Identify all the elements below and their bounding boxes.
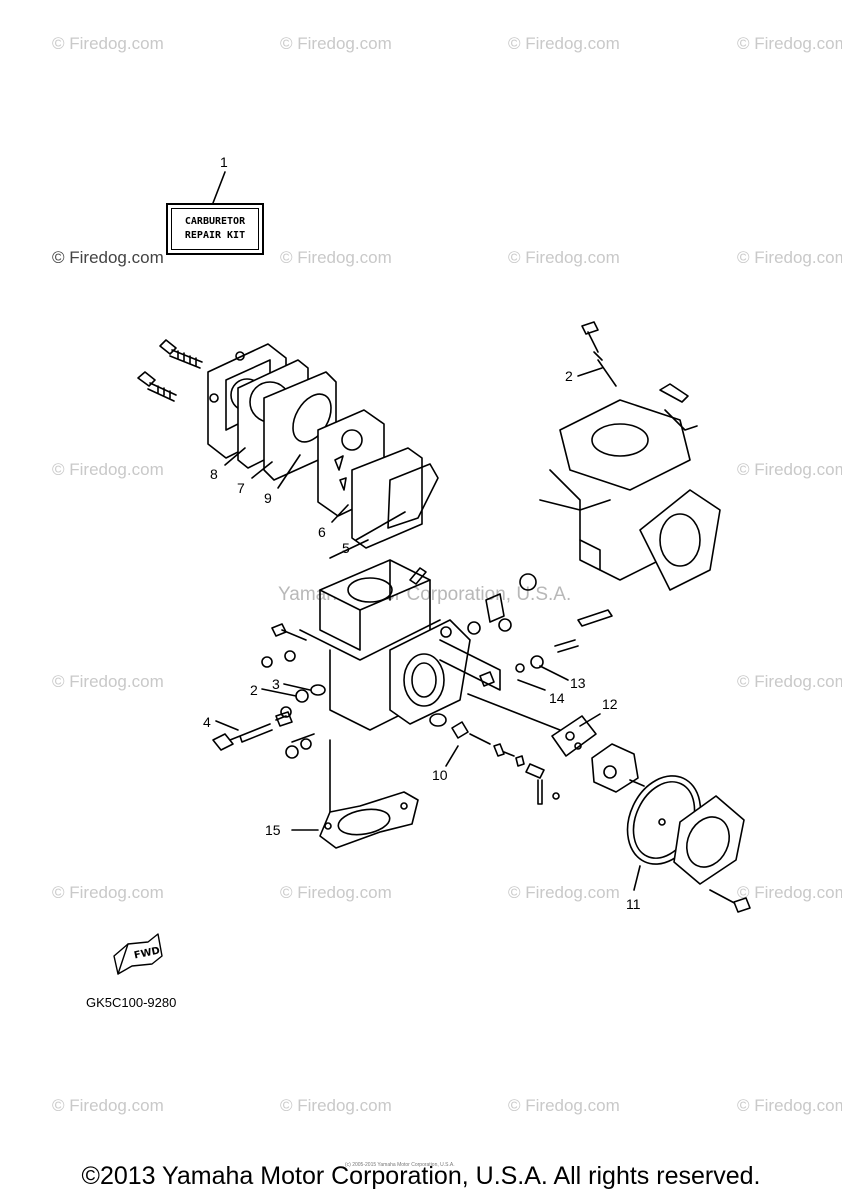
small-parts-left xyxy=(261,623,326,759)
gasket-5 xyxy=(351,447,439,549)
leader-line xyxy=(251,461,273,479)
carburetor-repair-kit-label: CARBURETOR REPAIR KIT xyxy=(166,203,264,255)
gasket-15 xyxy=(319,791,419,849)
callout-1: 1 xyxy=(220,154,228,170)
leader-line xyxy=(224,447,246,466)
watermark: © Firedog.com xyxy=(737,672,842,691)
leader-line xyxy=(261,688,297,697)
callout-2-lower: 2 xyxy=(250,682,258,698)
leader-line xyxy=(517,679,546,691)
pump-gasket-12 xyxy=(551,715,597,757)
watermark: © Firedog.com xyxy=(52,248,164,267)
leader-line xyxy=(467,693,561,731)
leader-line xyxy=(212,171,226,204)
leader-line xyxy=(579,713,601,727)
leader-line xyxy=(331,504,349,523)
watermark: © Firedog.com xyxy=(52,1096,164,1115)
callout-8: 8 xyxy=(210,466,218,482)
leader-line xyxy=(329,539,369,559)
diagram-code: GK5C100-9280 xyxy=(86,995,177,1010)
pilot-screw-4 xyxy=(212,711,293,751)
callout-6: 6 xyxy=(318,524,326,540)
leader-line xyxy=(215,720,239,731)
callout-9: 9 xyxy=(264,490,272,506)
watermark: © Firedog.com xyxy=(737,248,842,267)
carburetor-body xyxy=(299,559,501,731)
leader-line xyxy=(283,683,311,691)
small-parts-right xyxy=(440,573,613,687)
watermark: © Firedog.com xyxy=(737,34,842,53)
watermark: © Firedog.com xyxy=(508,883,620,902)
leader-line xyxy=(355,511,406,541)
leader-line xyxy=(445,745,459,767)
callout-3: 3 xyxy=(272,676,280,692)
callout-10: 10 xyxy=(432,767,448,783)
leader-line xyxy=(577,367,603,377)
fwd-arrow-icon xyxy=(113,933,163,975)
watermark: © Firedog.com xyxy=(508,1096,620,1115)
callout-14: 14 xyxy=(549,690,565,706)
watermark: © Firedog.com xyxy=(52,34,164,53)
fuel-pump xyxy=(591,743,645,793)
watermark: © Firedog.com xyxy=(52,460,164,479)
leader-line xyxy=(291,733,315,743)
watermark: © Firedog.com xyxy=(737,1096,842,1115)
kit-label-line1: CARBURETOR xyxy=(184,216,246,227)
callout-4: 4 xyxy=(203,714,211,730)
callout-11: 11 xyxy=(626,896,641,912)
kit-label-line2: REPAIR KIT xyxy=(184,230,246,241)
callout-13: 13 xyxy=(570,675,586,691)
watermark: © Firedog.com xyxy=(737,460,842,479)
watermark: © Firedog.com xyxy=(52,883,164,902)
leader-line xyxy=(633,865,641,891)
leader-line xyxy=(539,665,569,681)
watermark: © Firedog.com xyxy=(280,883,392,902)
watermark: © Firedog.com xyxy=(280,248,392,267)
watermark: © Firedog.com xyxy=(508,34,620,53)
watermark: © Firedog.com xyxy=(52,672,164,691)
carburetor-assembled xyxy=(539,321,721,591)
callout-12: 12 xyxy=(602,696,618,712)
watermark: © Firedog.com xyxy=(737,883,842,902)
copyright-notice: ©2013 Yamaha Motor Corporation, U.S.A. A… xyxy=(81,1162,761,1190)
callout-7: 7 xyxy=(237,480,245,496)
watermark: © Firedog.com xyxy=(280,1096,392,1115)
watermark: © Firedog.com xyxy=(508,248,620,267)
leader-line xyxy=(277,454,301,489)
callout-2: 2 xyxy=(565,368,573,384)
watermark: © Firedog.com xyxy=(280,34,392,53)
needle-valve-10 xyxy=(429,713,560,805)
screw-lower-left xyxy=(137,371,177,402)
pump-cover xyxy=(673,795,751,913)
fine-print: (c) 2005-2015 Yamaha Motor Corporation, … xyxy=(345,1162,455,1168)
callout-5: 5 xyxy=(342,540,350,556)
callout-15: 15 xyxy=(265,822,281,838)
screw-upper-left xyxy=(159,339,203,369)
